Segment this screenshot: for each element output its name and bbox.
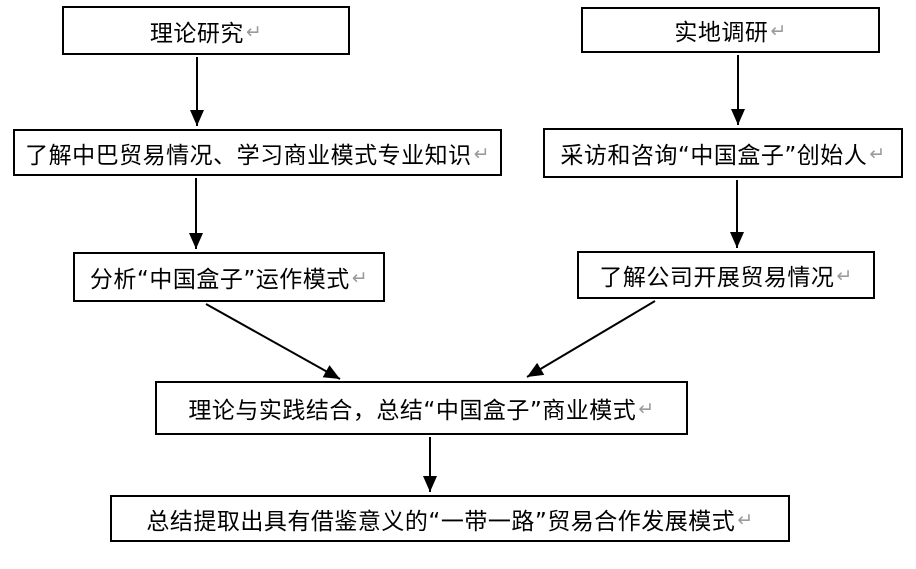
paragraph-return-icon: ↵ xyxy=(836,265,853,287)
node-learn-trade-knowledge: 了解中巴贸易情况、学习商业模式专业知识↵ xyxy=(13,129,502,176)
node-conclude-belt-road-model-label: 总结提取出具有借鉴意义的“一带一路”贸易合作发展模式 xyxy=(146,508,736,535)
paragraph-return-icon: ↵ xyxy=(351,267,369,289)
node-understand-company-trade-label: 了解公司开展贸易情况 xyxy=(599,265,835,291)
arrow-analyze-to-combine xyxy=(205,303,341,380)
arrow-understand-to-combine xyxy=(526,300,656,378)
node-understand-company-trade: 了解公司开展贸易情况↵ xyxy=(577,251,875,299)
paragraph-return-icon: ↵ xyxy=(245,20,263,43)
paragraph-return-icon: ↵ xyxy=(638,398,655,420)
node-analyze-operation-model: 分析“中国盒子”运作模式↵ xyxy=(73,252,385,302)
node-interview-founder-label: 采访和咨询“中国盒子”创始人 xyxy=(560,143,868,169)
node-conclude-belt-road-model: 总结提取出具有借鉴意义的“一带一路”贸易合作发展模式↵ xyxy=(110,495,790,542)
node-theory-research: 理论研究↵ xyxy=(62,6,350,55)
paragraph-return-icon: ↵ xyxy=(869,143,886,165)
node-theory-research-label: 理论研究 xyxy=(149,20,244,47)
node-field-research: 实地调研↵ xyxy=(581,7,880,53)
node-learn-trade-knowledge-label: 了解中巴贸易情况、学习商业模式专业知识 xyxy=(25,142,472,169)
paragraph-return-icon: ↵ xyxy=(473,142,490,165)
node-combine-theory-practice: 理论与实践结合，总结“中国盒子”商业模式↵ xyxy=(155,381,688,435)
node-analyze-operation-model-label: 分析“中国盒子”运作模式 xyxy=(89,267,350,293)
node-interview-founder: 采访和咨询“中国盒子”创始人↵ xyxy=(543,128,903,178)
node-combine-theory-practice-label: 理论与实践结合，总结“中国盒子”商业模式 xyxy=(188,398,637,424)
paragraph-return-icon: ↵ xyxy=(770,20,787,42)
paragraph-return-icon: ↵ xyxy=(737,508,754,531)
node-field-research-label: 实地调研 xyxy=(674,20,769,46)
